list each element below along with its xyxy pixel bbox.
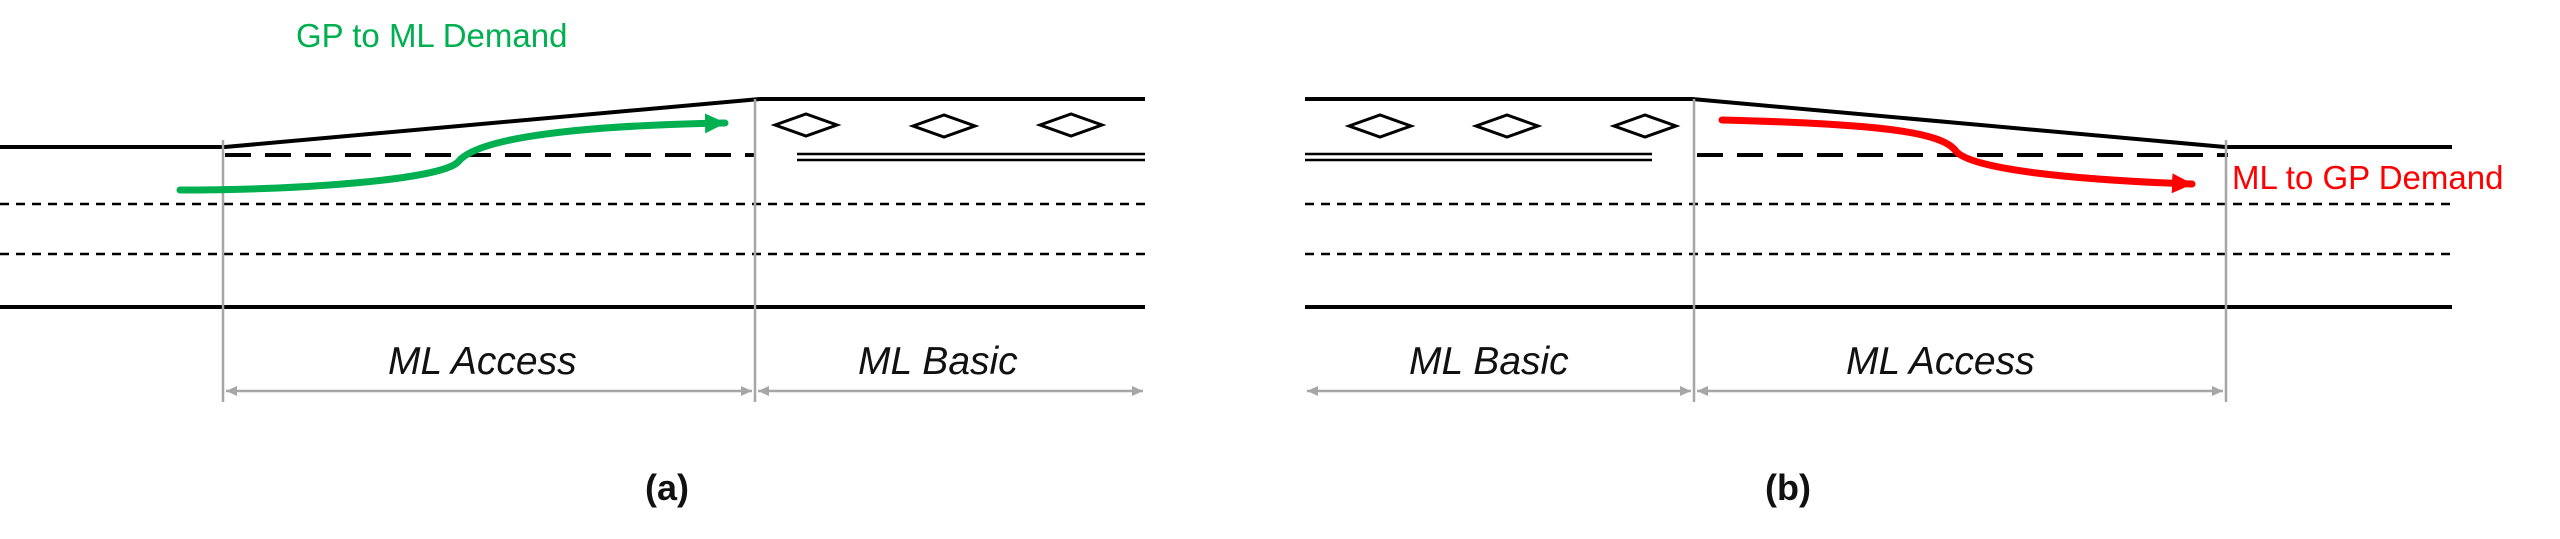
ml-to-gp-demand-arrow [1718, 116, 2196, 194]
diamond-icon [1471, 113, 1543, 139]
diamond-icon [1609, 113, 1681, 139]
diamond-icon [1035, 112, 1107, 138]
ml-basic-label: ML Basic [858, 340, 1018, 383]
ml-access-label: ML Access [388, 340, 577, 383]
gp-to-ml-demand-label: GP to ML Demand [296, 17, 567, 54]
panel-b: ML to GP Demand ML Basic ML Access (b) [1305, 97, 2503, 508]
diamond-icon [770, 112, 842, 138]
panel-a: GP to ML Demand ML Access ML Basic (a) [0, 17, 1145, 508]
road-top-edge [1305, 97, 2452, 149]
gp-to-ml-demand-arrow [176, 113, 729, 194]
panel-b-label: (b) [1765, 467, 1811, 508]
diamond-icon [908, 113, 980, 139]
panel-a-label: (a) [645, 467, 689, 508]
road-top-edge [0, 97, 1145, 149]
ml-to-gp-demand-label: ML to GP Demand [2232, 159, 2503, 196]
diamond-icon [1344, 113, 1416, 139]
ml-access-label: ML Access [1846, 340, 2035, 383]
ml-basic-label: ML Basic [1409, 340, 1569, 383]
